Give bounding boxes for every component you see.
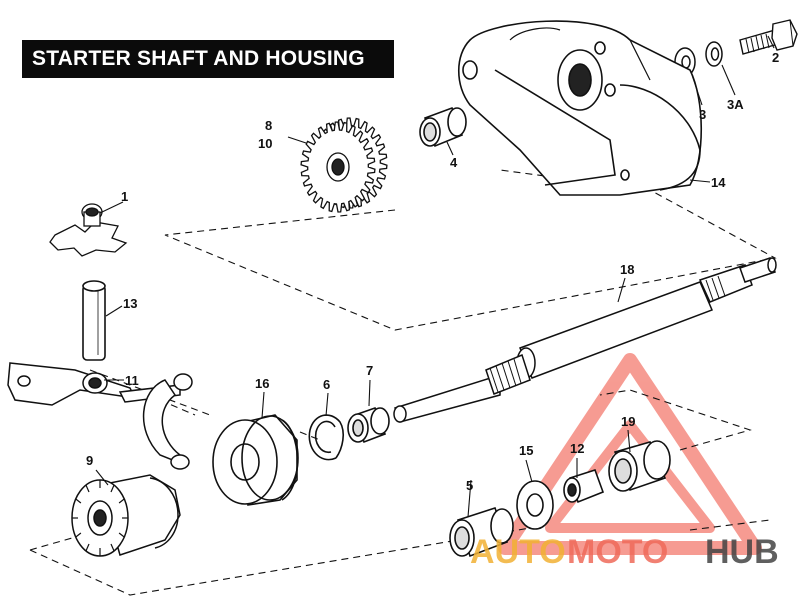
callout-2: 2: [772, 50, 779, 65]
callout-16: 16: [255, 376, 269, 391]
part-3a-lock-washer: [705, 41, 723, 67]
callout-5: 5: [466, 478, 473, 493]
callout-15: 15: [519, 443, 533, 458]
callout-9: 9: [86, 453, 93, 468]
callout-19: 19: [621, 414, 635, 429]
part-7-bushing: [347, 406, 390, 444]
callout-11: 11: [125, 373, 139, 388]
part-13-pin: [82, 280, 106, 361]
callout-4: 4: [450, 155, 458, 170]
part-1-lock-plate: [49, 203, 128, 257]
leader-lines: [95, 35, 775, 518]
callout-3: 3: [699, 107, 706, 122]
watermark-logo: AUTO MOTO HUB: [470, 533, 779, 571]
part-14-housing: [458, 20, 703, 196]
part-18-starter-shaft: [393, 257, 777, 423]
callout-12: 12: [570, 441, 584, 456]
part-11-shift-lever: [7, 362, 193, 470]
callout-labels: 1 2 3 3A 4 5 6 7 8 10 9 11 12 13 14 15 1…: [86, 50, 779, 493]
callout-10: 10: [258, 136, 272, 151]
watermark-auto: AUTO: [470, 533, 566, 571]
callout-18: 18: [620, 262, 634, 277]
callout-13: 13: [123, 296, 137, 311]
part-9-pinion: [71, 474, 181, 557]
part-4-bushing: [419, 106, 467, 148]
part-19-bushing: [608, 440, 671, 492]
part-5-bushing: [449, 506, 514, 558]
part-8-gear: [300, 117, 388, 213]
part-15-washer: [516, 480, 554, 530]
part-12-bushing: [563, 469, 605, 504]
callout-7: 7: [366, 363, 373, 378]
callout-8: 8: [265, 118, 272, 133]
part-6-retaining-ring: [308, 414, 345, 461]
callout-14: 14: [711, 175, 726, 190]
callout-3a: 3A: [727, 97, 744, 112]
callout-1: 1: [121, 189, 128, 204]
part-16-sleeve: [212, 414, 299, 506]
diagram-title: STARTER SHAFT AND HOUSING: [22, 40, 394, 78]
callout-6: 6: [323, 377, 330, 392]
watermark-moto: MOTO: [567, 533, 668, 571]
watermark-hub: HUB: [705, 533, 779, 571]
